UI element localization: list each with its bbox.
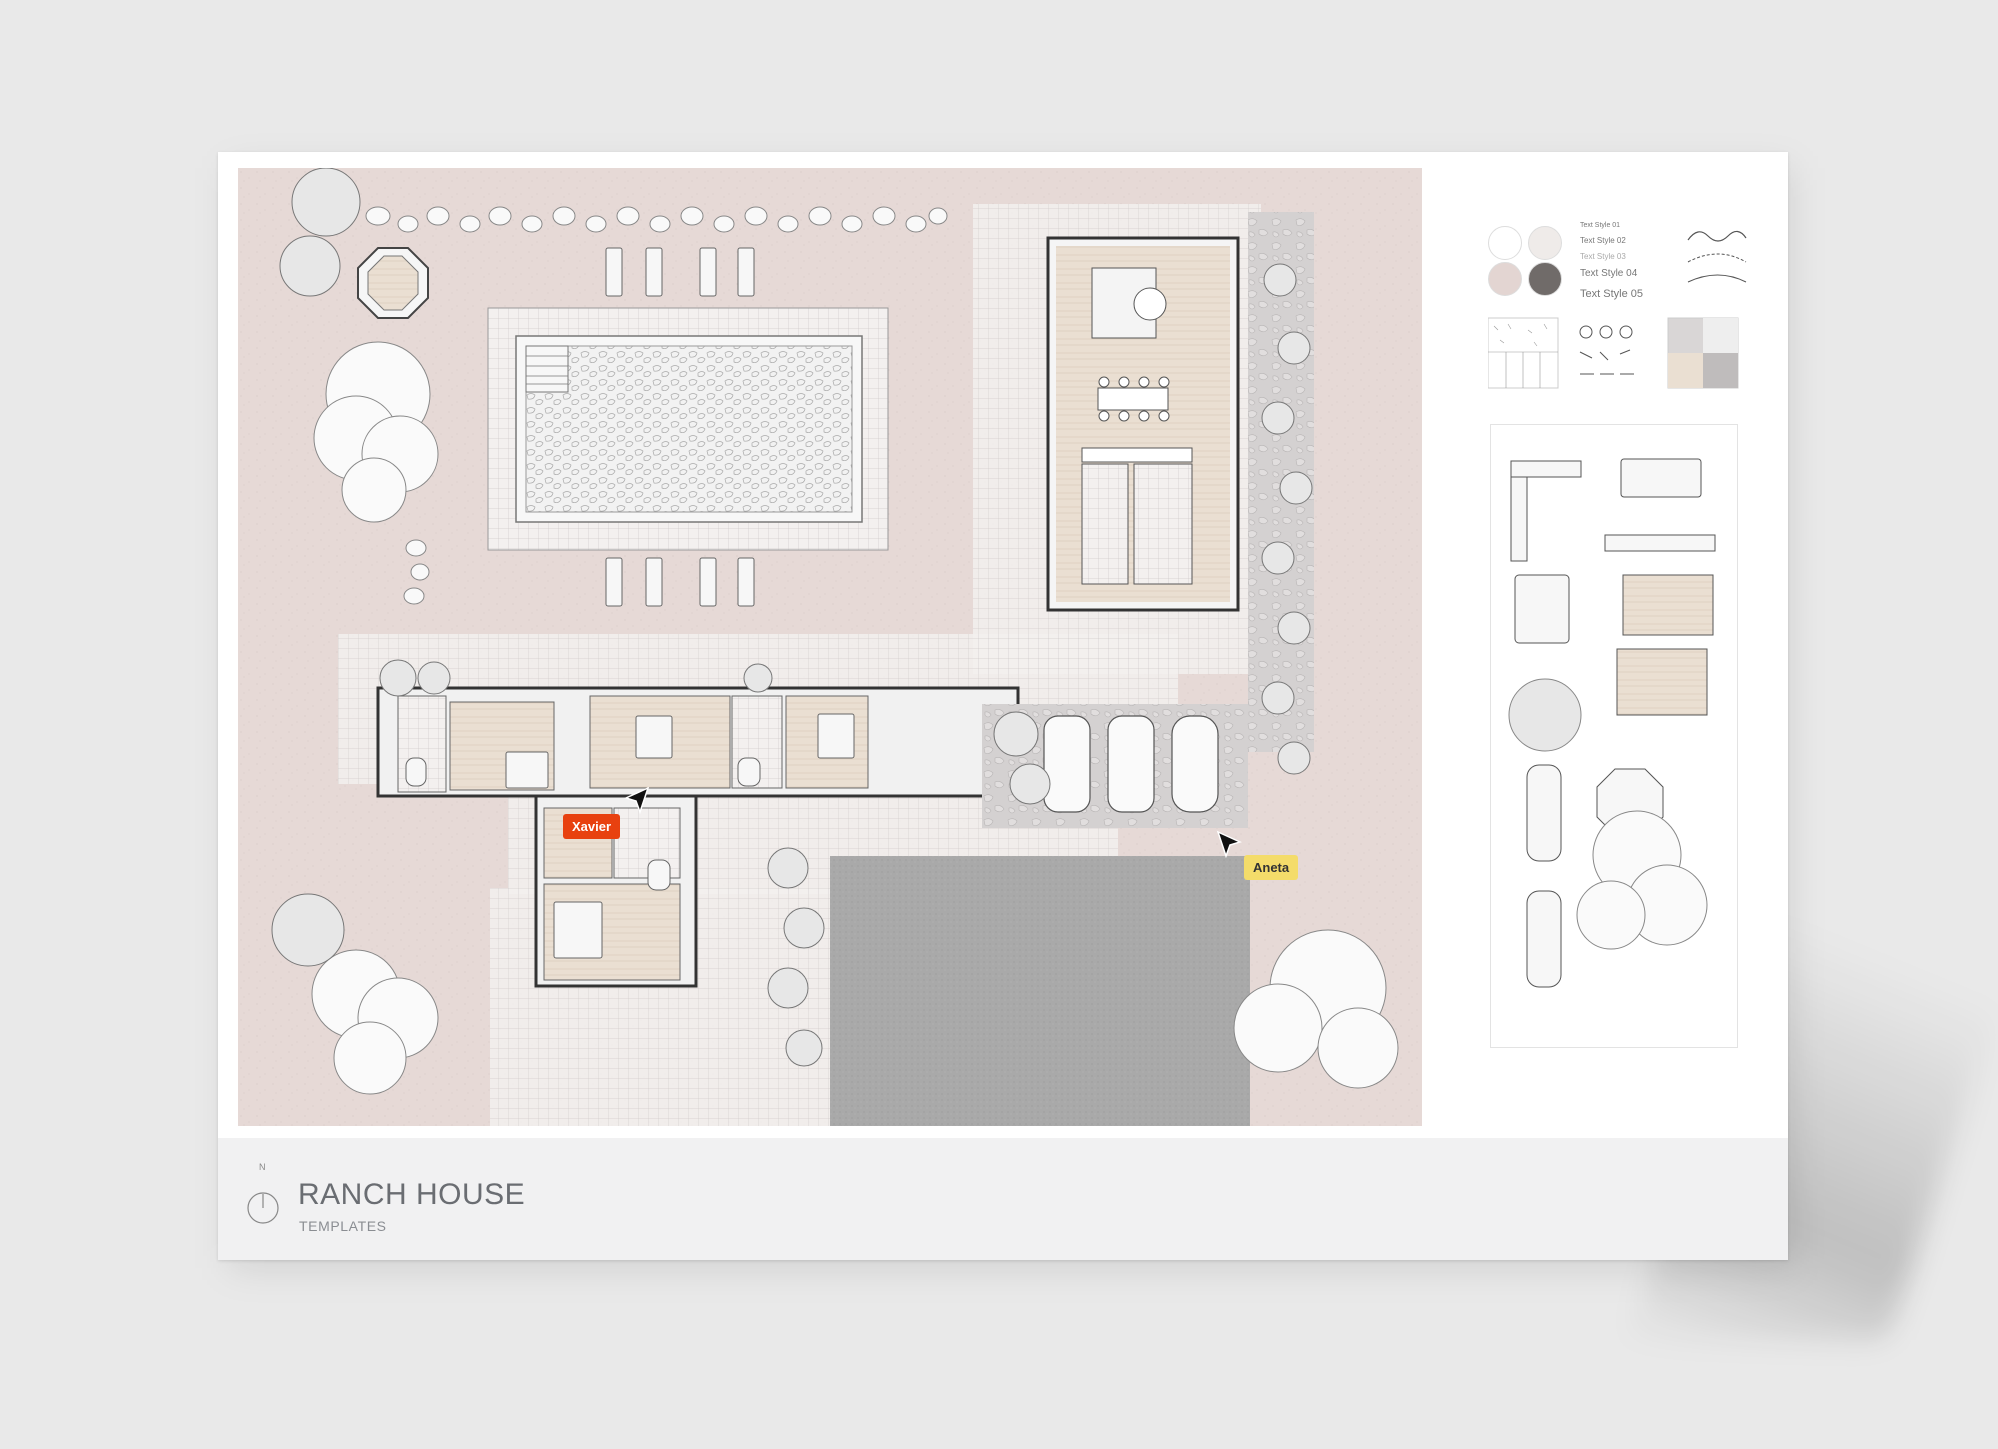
style-legend: Text Style 01 Text Style 02 Text Style 0… <box>1488 212 1758 392</box>
drawing-sheet: Text Style 01 Text Style 02 Text Style 0… <box>218 152 1788 1260</box>
car-symbol <box>1526 764 1562 862</box>
site-plan-drawing <box>238 168 1422 1126</box>
north-compass-icon <box>247 1192 279 1224</box>
bed-symbol <box>1514 574 1570 644</box>
hatch-patterns[interactable] <box>1488 316 1758 392</box>
kitchen-counter-symbol <box>1510 460 1582 478</box>
color-swatch-white[interactable] <box>1488 226 1522 260</box>
aneta-cursor-icon <box>1216 830 1242 858</box>
symbol-library <box>1490 424 1738 1048</box>
aneta-cursor-label: Aneta <box>1244 855 1299 880</box>
color-swatch-light[interactable] <box>1528 226 1562 260</box>
sheet-title: RANCH HOUSE <box>298 1178 526 1211</box>
text-style-05[interactable]: Text Style 05 <box>1580 288 1643 300</box>
site-plan[interactable] <box>238 168 1422 1126</box>
lounge-set-symbol <box>1616 648 1708 716</box>
xavier-cursor-icon <box>624 786 650 814</box>
dining-table-symbol <box>1620 458 1702 498</box>
xavier-cursor-label: Xavier <box>563 814 621 839</box>
palm-symbol <box>1508 678 1582 752</box>
sheet-subtitle: TEMPLATES <box>299 1218 387 1234</box>
compass-label: N <box>259 1162 266 1172</box>
text-style-04[interactable]: Text Style 04 <box>1580 268 1638 279</box>
text-style-01[interactable]: Text Style 01 <box>1580 222 1621 229</box>
text-style-03[interactable]: Text Style 03 <box>1580 252 1626 261</box>
line-styles[interactable] <box>1684 218 1750 298</box>
title-block: N RANCH HOUSE TEMPLATES <box>218 1138 1788 1260</box>
text-style-02[interactable]: Text Style 02 <box>1580 236 1626 245</box>
library-symbols <box>1508 458 1716 988</box>
color-swatch-blush[interactable] <box>1488 262 1522 296</box>
color-swatch-dark[interactable] <box>1528 262 1562 296</box>
